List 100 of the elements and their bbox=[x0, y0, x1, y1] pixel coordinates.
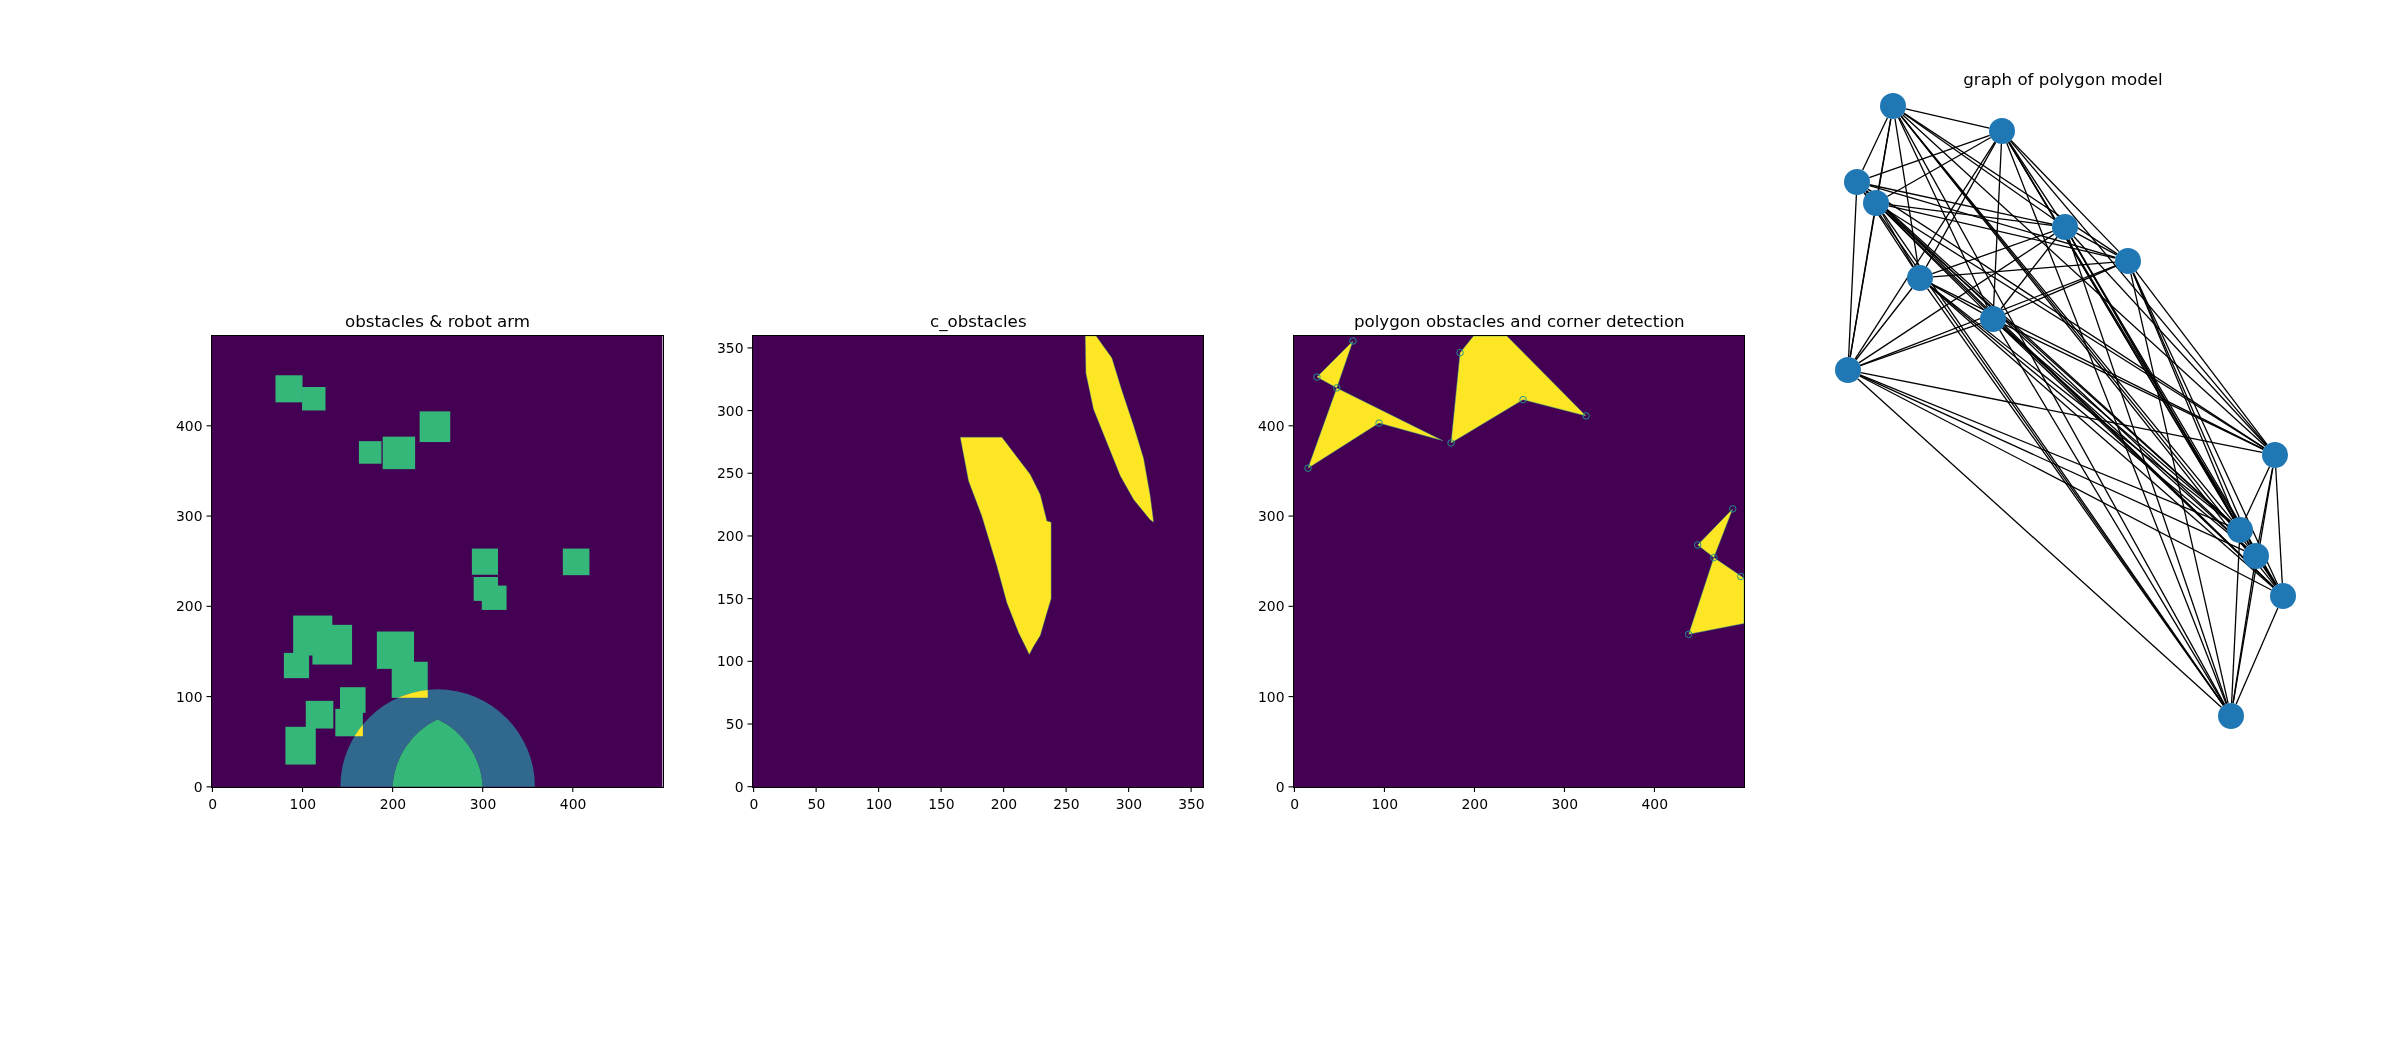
graph-edge bbox=[1847, 194, 1858, 358]
graph-node-circle bbox=[1989, 118, 2015, 144]
x-tick-label: 100 bbox=[289, 795, 317, 812]
x-tick-label: 100 bbox=[865, 795, 893, 812]
y-tick-label: 250 bbox=[717, 465, 744, 482]
y-tick-label: 0 bbox=[193, 778, 203, 795]
graph-node-circle bbox=[2270, 583, 2296, 609]
x-tick-label: 150 bbox=[928, 795, 955, 812]
graph-edge bbox=[1930, 283, 1983, 314]
x-tick-label: 0 bbox=[208, 795, 218, 812]
plot-title: c_obstacles bbox=[930, 312, 1027, 332]
graph-edge bbox=[2257, 467, 2274, 544]
graph-edge bbox=[1903, 112, 2055, 221]
y-tick-label: 50 bbox=[725, 716, 744, 732]
graph-edge bbox=[1932, 261, 2116, 278]
graph-edge bbox=[1855, 287, 1913, 361]
graph-edge bbox=[1865, 191, 1868, 194]
graph-edge bbox=[2004, 324, 2264, 450]
y-tick-label: 100 bbox=[717, 653, 744, 670]
graph-edge bbox=[1858, 375, 2273, 591]
graph-node-circle bbox=[1880, 93, 1906, 119]
graph-edge bbox=[1868, 185, 2117, 258]
graph-edge bbox=[2000, 236, 2058, 310]
x-tick-label: 400 bbox=[559, 795, 587, 812]
x-tick-label: 200 bbox=[1461, 795, 1488, 812]
plot-title: graph of polygon model bbox=[1963, 70, 2163, 90]
graph-edge bbox=[2075, 232, 2118, 256]
graph-edge bbox=[2275, 467, 2283, 584]
graph-edge bbox=[1901, 114, 2267, 447]
graph-edge bbox=[2231, 542, 2240, 704]
x-tick-label: 100 bbox=[1371, 795, 1398, 812]
graph-edge bbox=[1897, 117, 1989, 308]
graph-edge bbox=[1881, 213, 1915, 268]
graph-edge bbox=[2132, 272, 2236, 519]
y-tick-label: 300 bbox=[1258, 508, 1285, 525]
graph-node-circle bbox=[2243, 543, 2269, 569]
x-tick-label: 350 bbox=[1178, 795, 1205, 812]
graph-edge bbox=[2009, 140, 2268, 446]
graph-edge bbox=[1999, 329, 2225, 706]
y-tick-label: 200 bbox=[717, 527, 744, 544]
graph-node-circle bbox=[2227, 517, 2253, 543]
graph-edge bbox=[1859, 322, 1982, 367]
x-tick-label: 300 bbox=[469, 795, 497, 812]
graph-edge bbox=[2132, 272, 2252, 545]
graph-edge bbox=[1992, 143, 2003, 307]
graph-edge bbox=[1857, 378, 2222, 708]
graph-edge bbox=[2073, 235, 2267, 447]
x-tick-label: 400 bbox=[1641, 795, 1668, 812]
graph-edge bbox=[1894, 118, 1919, 266]
graph-edge bbox=[1859, 374, 2229, 526]
graph-edge bbox=[1859, 265, 2117, 366]
graph-node-circle bbox=[1844, 169, 1870, 195]
graph-node-circle bbox=[2262, 442, 2288, 468]
graph-edge bbox=[1926, 287, 2225, 707]
graph-edge bbox=[1868, 134, 1991, 179]
graph-edge bbox=[1900, 115, 2276, 587]
graph-node-circle bbox=[1835, 357, 1861, 383]
graph-node-circle bbox=[2115, 248, 2141, 274]
graph-edge bbox=[1905, 108, 1990, 129]
graph-node-circle bbox=[2218, 703, 2244, 729]
graph-edge bbox=[1886, 136, 1992, 198]
x-tick-label: 50 bbox=[807, 795, 826, 812]
graph-edge bbox=[1931, 230, 2054, 275]
y-tick-label: 100 bbox=[176, 688, 203, 705]
graph-edge bbox=[1859, 374, 2245, 552]
graph-edge bbox=[1861, 117, 1889, 171]
graph-edge bbox=[2002, 327, 2247, 548]
graph-edge bbox=[1888, 205, 2116, 259]
graph-edge bbox=[2068, 238, 2228, 705]
graph-node-circle bbox=[1907, 265, 1933, 291]
graph-edge bbox=[2008, 141, 2059, 217]
y-tick-label: 400 bbox=[1258, 417, 1285, 434]
graph-edge bbox=[2262, 566, 2277, 586]
y-tick-label: 400 bbox=[176, 417, 203, 434]
y-tick-label: 200 bbox=[176, 598, 203, 615]
graph-edge bbox=[1860, 371, 2263, 454]
graph-edge bbox=[2232, 568, 2255, 704]
graph-node-circle bbox=[2052, 214, 2078, 240]
y-tick-label: 0 bbox=[734, 778, 744, 795]
x-tick-label: 200 bbox=[379, 795, 407, 812]
graph-edge bbox=[1858, 233, 2055, 364]
graph-edge bbox=[2135, 270, 2268, 446]
graph-edge bbox=[1929, 285, 2274, 589]
graph-edge bbox=[2002, 326, 2231, 523]
graph-edge bbox=[2001, 327, 2275, 588]
x-tick-label: 300 bbox=[1115, 795, 1143, 812]
graph-node-circle bbox=[1980, 306, 2006, 332]
x-tick-label: 250 bbox=[1053, 795, 1080, 812]
y-tick-label: 100 bbox=[1258, 688, 1285, 705]
graph-edge bbox=[1903, 112, 2118, 255]
graph-edge bbox=[1849, 215, 1875, 358]
graph-edge bbox=[2004, 265, 2117, 315]
graph-edge bbox=[2132, 272, 2279, 585]
graph-edge bbox=[2006, 142, 2227, 705]
graph-edge bbox=[2235, 607, 2279, 705]
graph-edge bbox=[2130, 273, 2229, 704]
graph-edge bbox=[1898, 116, 2226, 706]
plot-title: obstacles & robot arm bbox=[344, 312, 531, 332]
graph-edge bbox=[2244, 466, 2271, 519]
x-tick-label: 300 bbox=[1551, 795, 1578, 812]
